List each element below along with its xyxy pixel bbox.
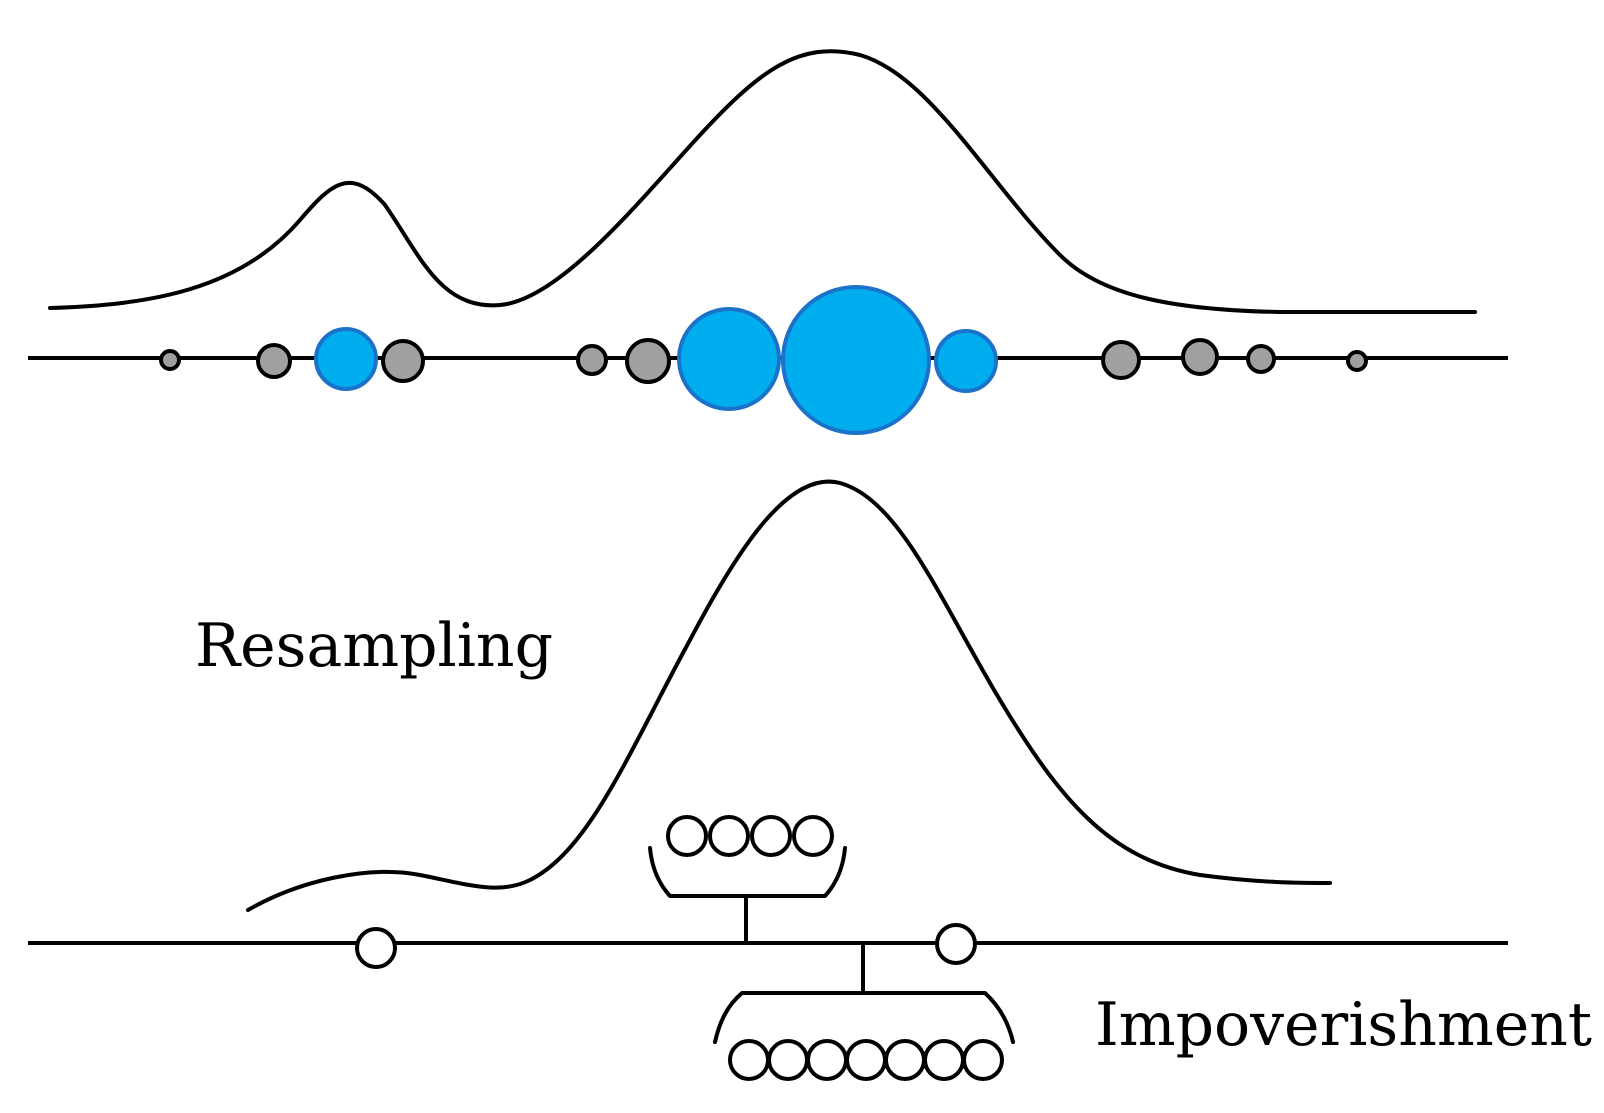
copy-particle: [767, 1039, 809, 1081]
upper-copies-cluster: [648, 815, 847, 943]
particle-low: [256, 343, 292, 379]
weighted-particles: [159, 285, 1368, 435]
impoverishment-label: Impoverishment: [1095, 990, 1592, 1060]
particle-low: [1181, 338, 1219, 376]
lower-cluster-bracket: [713, 991, 1015, 1044]
survivor-particle: [935, 923, 977, 965]
particle-low: [576, 344, 608, 376]
copy-particle: [962, 1039, 1004, 1081]
bottom-density-curve: [246, 479, 1332, 912]
lower-copies-cluster: [713, 943, 1015, 1081]
particle-high: [677, 307, 781, 411]
particle-low: [625, 338, 671, 384]
copy-particle: [666, 815, 708, 857]
copy-particle: [792, 815, 834, 857]
top-density-curve: [48, 49, 1477, 314]
particle-high: [314, 327, 378, 391]
particle-high: [781, 285, 931, 435]
particle-low: [381, 339, 425, 383]
copy-particle: [845, 1039, 887, 1081]
copy-particle: [806, 1039, 848, 1081]
copy-particle: [728, 1039, 770, 1081]
copy-particle: [923, 1039, 965, 1081]
particle-low: [159, 349, 181, 371]
particle-low: [1101, 340, 1141, 380]
particle-low: [1246, 344, 1276, 374]
copy-particle: [884, 1039, 926, 1081]
copy-particle: [708, 815, 750, 857]
copy-particle: [750, 815, 792, 857]
upper-cluster-bracket: [648, 846, 847, 898]
particle-high: [934, 329, 998, 393]
resampling-label: Resampling: [195, 611, 553, 681]
particle-low: [1346, 350, 1368, 372]
survivor-particle: [355, 927, 397, 969]
